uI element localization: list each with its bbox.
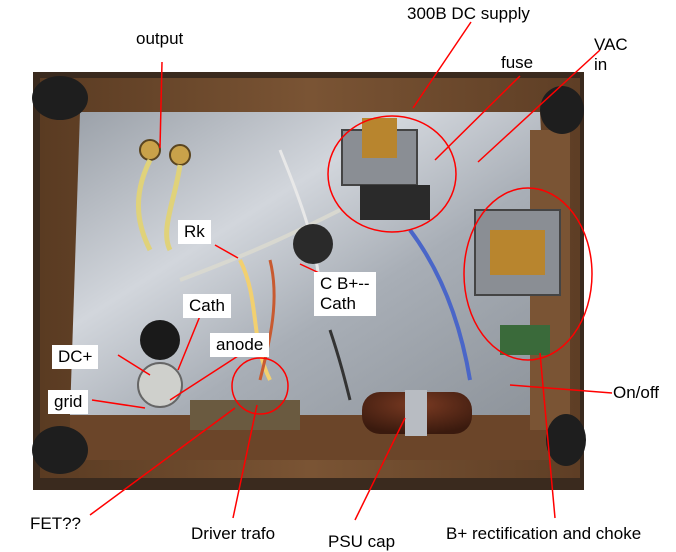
wire-bundle [408, 228, 472, 381]
rubber-foot [32, 76, 88, 120]
highlight-rectification [463, 187, 593, 361]
label-fet: FET?? [30, 514, 82, 533]
label-cath: Cath [183, 294, 231, 318]
label-300b-dc-supply: 300B DC supply [407, 4, 530, 23]
tube-socket-pins [137, 362, 183, 408]
label-cb-cath: C B+-- Cath [314, 272, 376, 316]
rubber-foot [540, 86, 584, 134]
driver-components [190, 400, 300, 430]
chassis-grommet [293, 224, 333, 264]
label-grid: grid [48, 390, 89, 414]
label-on-off: On/off [613, 383, 659, 402]
rubber-foot [546, 414, 586, 466]
output-wires [135, 158, 183, 252]
label-rk: Rk [178, 220, 211, 244]
output-terminal [139, 139, 161, 161]
wire-bundle [179, 208, 341, 282]
rectifier-board [500, 325, 550, 355]
label-output: output [136, 29, 184, 48]
supply-board [360, 185, 430, 220]
choke-core [490, 230, 545, 275]
label-psu-cap: PSU cap [328, 532, 396, 551]
wire-bundle [328, 329, 352, 401]
wood-rail-bottom [70, 415, 560, 460]
highlight-300b-supply [327, 115, 457, 233]
label-vac-in: VAC in [594, 35, 628, 74]
highlight-driver-trafo [231, 357, 289, 415]
wire-bundle [258, 259, 276, 381]
label-b-plus-rectification: B+ rectification and choke [446, 524, 642, 543]
metal-plate [70, 112, 555, 420]
label-driver-trafo: Driver trafo [191, 524, 276, 543]
label-dc-plus: DC+ [52, 345, 99, 369]
label-fuse: fuse [501, 53, 534, 72]
output-terminal [169, 144, 191, 166]
label-anode: anode [210, 333, 270, 357]
psu-cap-clamp [405, 390, 427, 436]
rubber-foot [32, 426, 88, 474]
tube-socket [140, 320, 180, 360]
transformer-core [362, 118, 397, 158]
